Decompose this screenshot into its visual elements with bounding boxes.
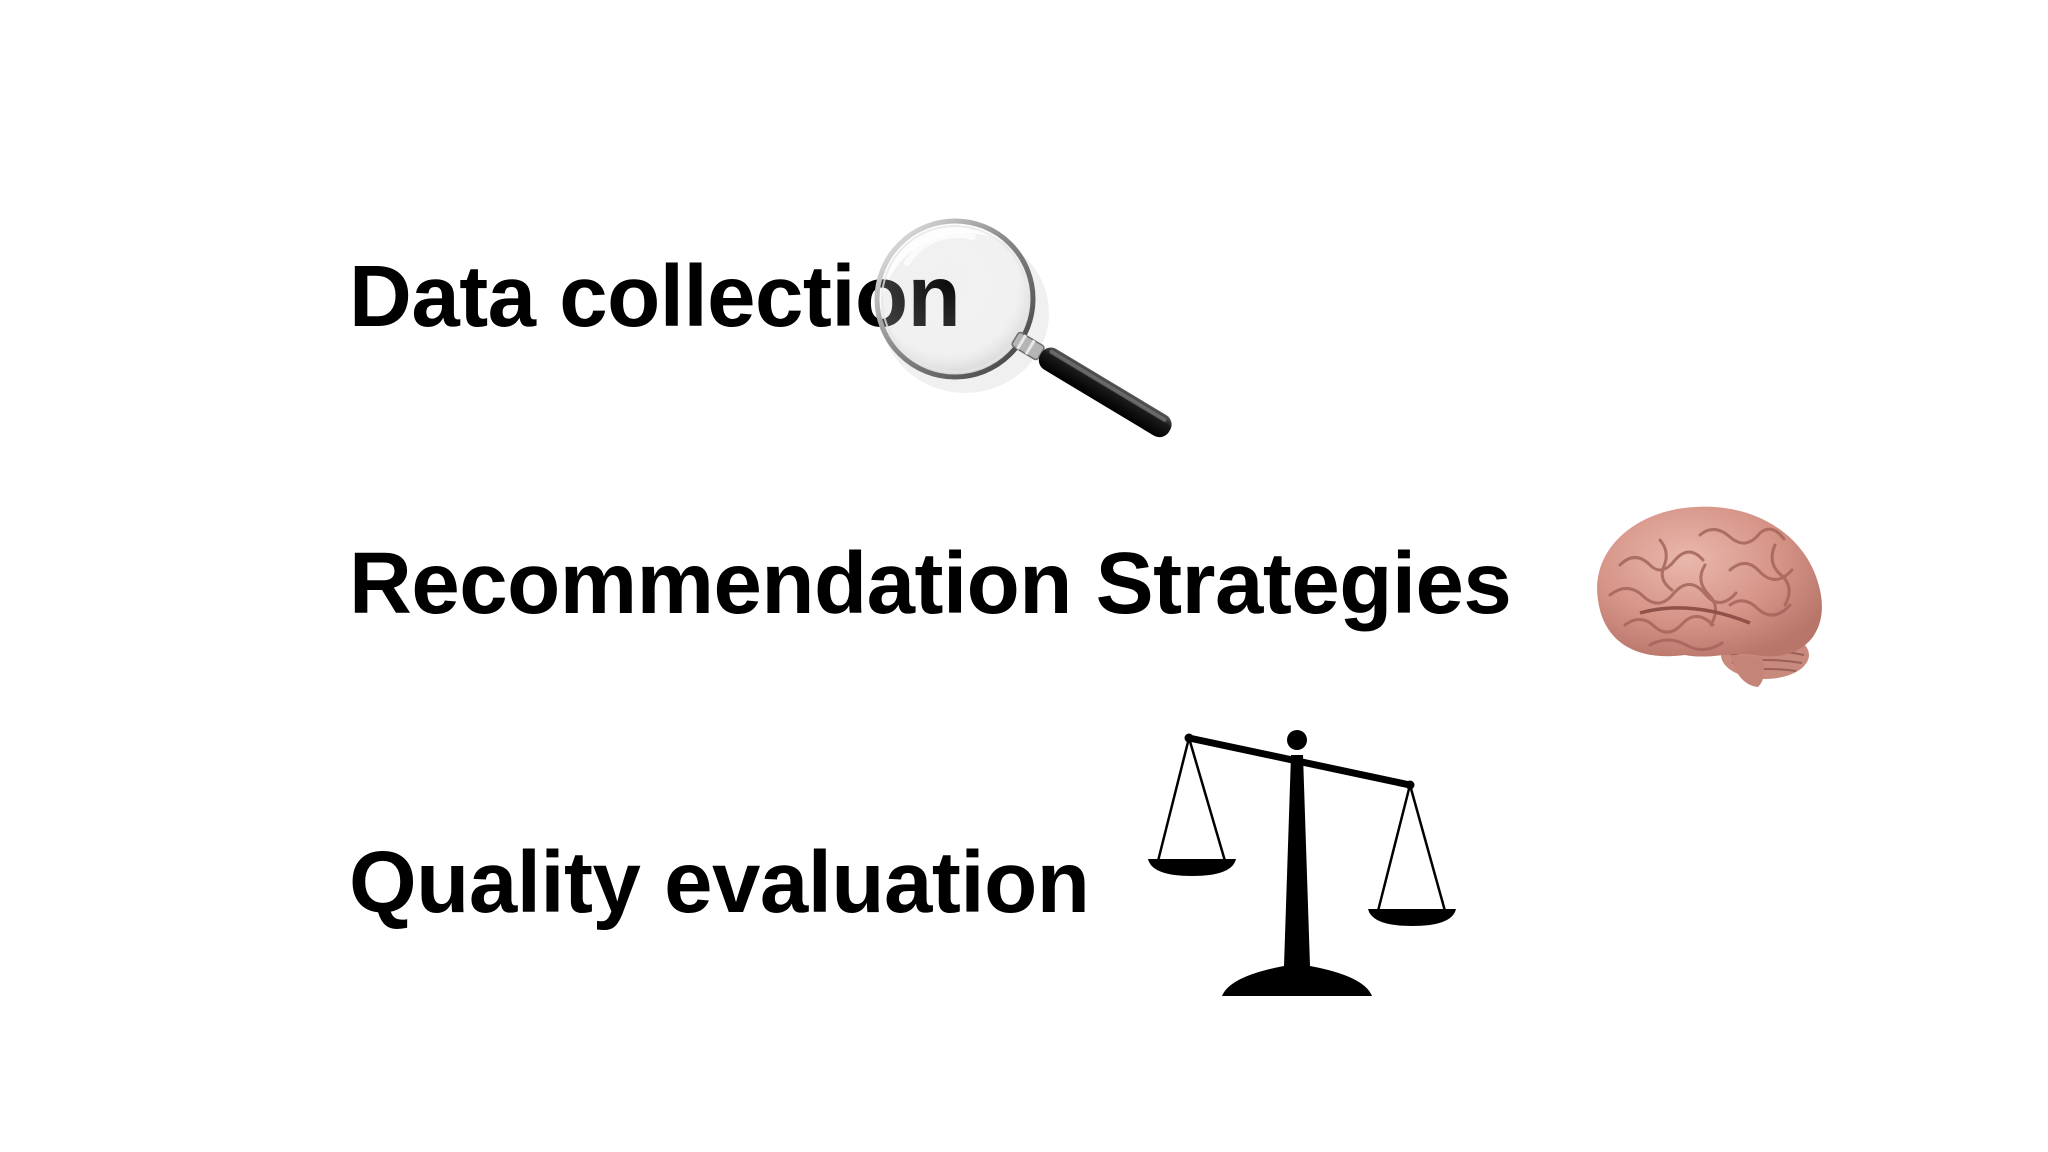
balance-scale-icon	[1148, 730, 1456, 996]
item-label-data-collection: Data collection	[349, 248, 961, 345]
item-label-quality-evaluation: Quality evaluation	[349, 834, 1090, 931]
brain-icon	[1597, 506, 1822, 687]
magnifying-glass-icon	[874, 218, 1172, 438]
item-label-recommendation-strategies: Recommendation Strategies	[349, 535, 1512, 632]
